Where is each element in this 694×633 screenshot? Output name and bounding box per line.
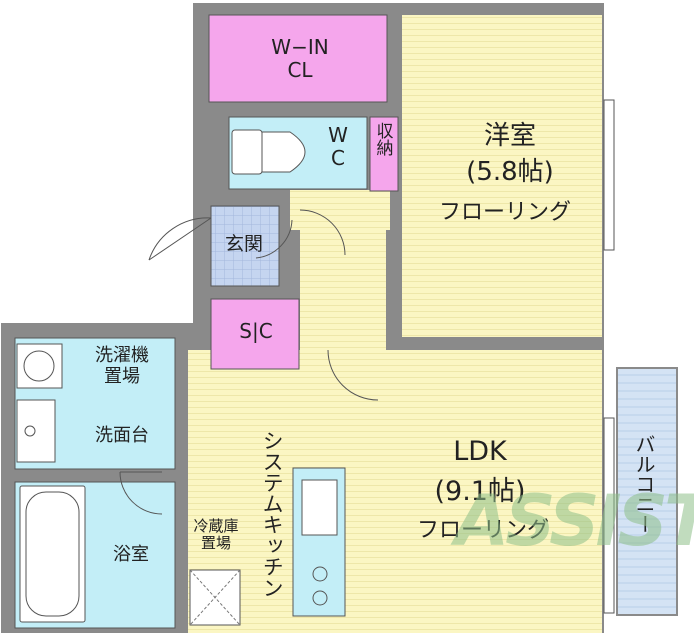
- bathroom-label: 浴室: [113, 544, 149, 565]
- ldk-floor: [188, 205, 602, 633]
- entrance-area: [210, 205, 280, 287]
- ldk-size: (9.1帖): [434, 476, 526, 507]
- entrance-label: 玄関: [224, 233, 263, 255]
- wc-label: W C: [328, 123, 348, 170]
- storage-area: [369, 116, 399, 192]
- window-icon: [603, 99, 615, 614]
- shoe-closet-area: [210, 298, 300, 370]
- kitchen-counter: [292, 467, 346, 617]
- balcony-label: バルコニー: [632, 434, 656, 534]
- ldk-floor-type: フローリング: [416, 518, 549, 543]
- washbasin-label: 洗面台: [95, 425, 149, 446]
- bath-door-icon: [119, 471, 163, 515]
- fridge-label: 冷蔵庫 置場: [193, 517, 239, 553]
- walk-in-closet-label: W−IN CL: [271, 35, 329, 82]
- balcony-area: [616, 367, 678, 616]
- door-swing-icon: [255, 209, 379, 401]
- shoe-closet-label: S|C: [239, 319, 273, 343]
- western-room-size: (5.8帖): [466, 157, 554, 187]
- washer-label: 洗濯機 置場: [95, 345, 149, 387]
- walk-in-closet-area: [208, 14, 388, 103]
- kitchen-label: システムキッチン: [260, 430, 285, 598]
- entrance-door-icon: [148, 217, 212, 261]
- watermark-logo: ASSIST: [455, 480, 694, 562]
- western-room-floor-type: フローリング: [438, 200, 571, 225]
- toilet-icon: [231, 129, 306, 175]
- fridge-space: [189, 569, 241, 626]
- washer-icon: [16, 343, 63, 389]
- storage-label: 収納: [372, 122, 393, 156]
- bathtub-icon: [19, 485, 86, 623]
- ldk-name: LDK: [453, 436, 507, 467]
- western-room-name: 洋室: [483, 121, 536, 151]
- western-room-floor: [402, 15, 602, 337]
- washbasin-icon: [16, 399, 56, 463]
